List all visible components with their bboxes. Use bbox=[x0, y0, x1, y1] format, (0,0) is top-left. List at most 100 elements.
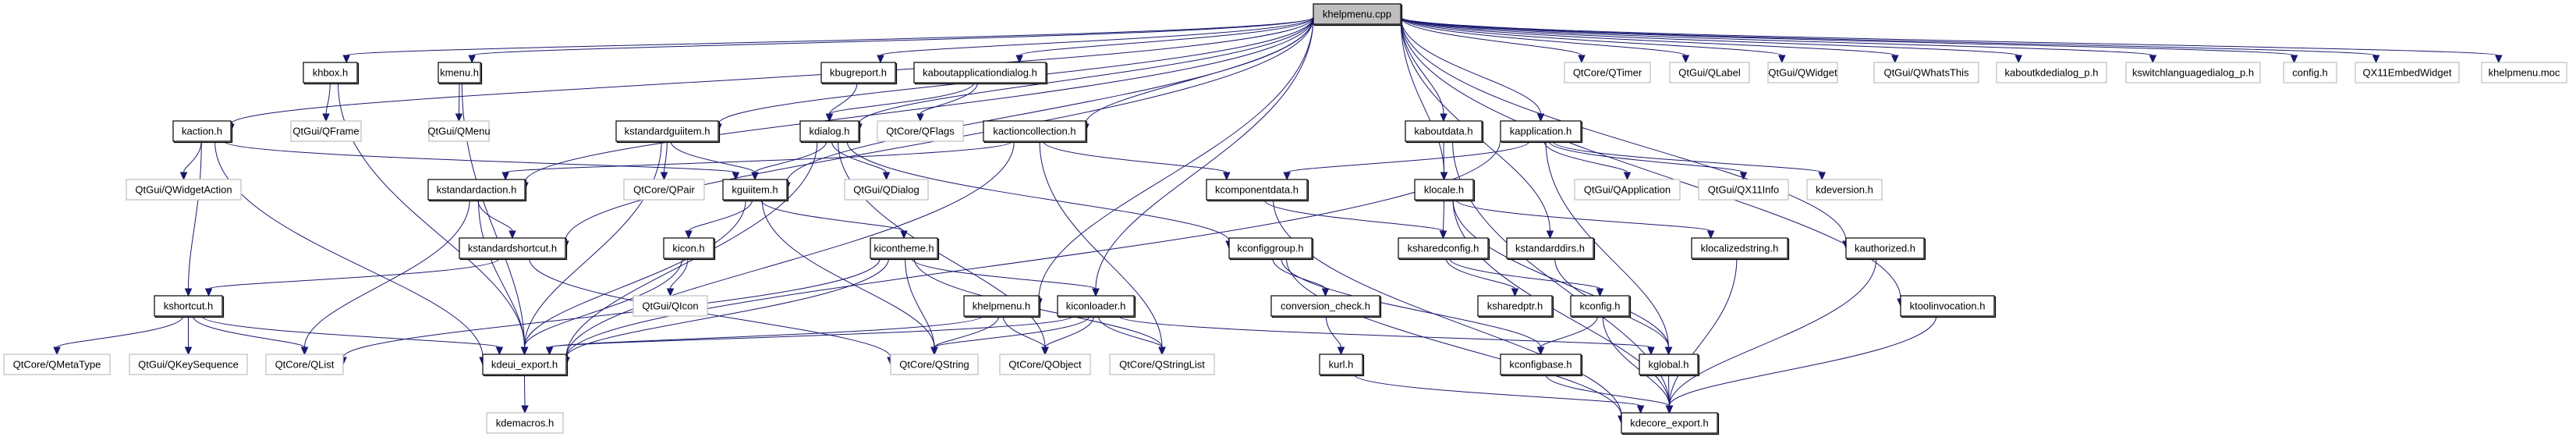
node-kiconloader-h[interactable]: kiconloader.h bbox=[1057, 295, 1136, 318]
node-kurl-h[interactable]: kurl.h bbox=[1319, 354, 1365, 377]
node-label: khelpmenu.moc bbox=[2489, 67, 2560, 79]
node-kcomponentdata-h[interactable]: kcomponentdata.h bbox=[1206, 179, 1309, 202]
edge-kaction-h-to-kshortcut-h bbox=[184, 140, 202, 297]
node-kbugreport-h[interactable]: kbugreport.h bbox=[820, 62, 898, 85]
node-box bbox=[1621, 412, 1718, 434]
node-qtcore-qstring[interactable]: QtCore/QString bbox=[890, 354, 979, 375]
edge-kguiitem-h-to-kdeui-export-h bbox=[520, 199, 746, 356]
node-qtcore-qtimer[interactable]: QtCore/QTimer bbox=[1564, 62, 1651, 83]
node-ksharedptr-h[interactable]: ksharedptr.h bbox=[1477, 295, 1554, 318]
node-qtgui-qx11info[interactable]: QtGui/QX11Info bbox=[1698, 179, 1789, 201]
edge-line bbox=[192, 315, 305, 348]
edge-line bbox=[1272, 258, 1326, 290]
node-qtgui-qapplication[interactable]: QtGui/QApplication bbox=[1574, 179, 1681, 201]
edge-line bbox=[230, 16, 1314, 125]
node-kdialog-h[interactable]: kdialog.h bbox=[799, 120, 861, 144]
node-box bbox=[623, 179, 705, 201]
node-kstandardshortcut-h[interactable]: kstandardshortcut.h bbox=[459, 237, 568, 261]
node-kstandarddirs-h[interactable]: kstandarddirs.h bbox=[1506, 237, 1596, 261]
node-qx11embedwidget[interactable]: QX11EmbedWidget bbox=[2355, 62, 2460, 83]
arrowhead-icon bbox=[300, 346, 309, 356]
node-kaboutapplicationdialog-h[interactable]: kaboutapplicationdialog.h bbox=[913, 62, 1048, 85]
node-box bbox=[290, 120, 362, 142]
node-kdemacros-h[interactable]: kdemacros.h bbox=[486, 412, 564, 434]
node-qtgui-qicon[interactable]: QtGui/QIcon bbox=[632, 295, 708, 317]
node-kdeversion-h[interactable]: kdeversion.h bbox=[1806, 179, 1883, 201]
node-label: kdeui_export.h bbox=[491, 359, 558, 371]
node-qtgui-qdialog[interactable]: QtGui/QDialog bbox=[844, 179, 929, 201]
node-khbox-h[interactable]: khbox.h bbox=[303, 62, 360, 85]
node-kstandardguiitem-h[interactable]: kstandardguiitem.h bbox=[615, 120, 721, 144]
node-kapplication-h[interactable]: kapplication.h bbox=[1500, 120, 1583, 144]
node-kicon-h[interactable]: kicon.h bbox=[663, 237, 716, 261]
node-config-h[interactable]: config.h bbox=[2283, 62, 2337, 83]
edge-khelpmenu-cpp-to-khelpmenu-moc bbox=[1400, 16, 2503, 64]
node-khelpmenu-h[interactable]: khelpmenu.h bbox=[963, 295, 1041, 318]
arrowhead-icon bbox=[825, 113, 834, 123]
node-label: QtGui/QApplication bbox=[1584, 184, 1671, 196]
edge-line bbox=[183, 140, 202, 173]
node-label: kmenu.h bbox=[440, 67, 479, 79]
edge-line bbox=[1325, 315, 1341, 348]
node-label: kdecore_export.h bbox=[1630, 417, 1708, 429]
node-ksharedconfig-h[interactable]: ksharedconfig.h bbox=[1398, 237, 1490, 261]
node-kmenu-h[interactable]: kmenu.h bbox=[438, 62, 483, 85]
node-qtgui-qwidget[interactable]: QtGui/QWidget bbox=[1767, 62, 1838, 83]
node-kconfigbase-h[interactable]: kconfigbase.h bbox=[1500, 354, 1583, 377]
node-qtgui-qmenu[interactable]: QtGui/QMenu bbox=[427, 120, 491, 142]
node-box bbox=[129, 354, 248, 375]
node-kdecore-export-h[interactable]: kdecore_export.h bbox=[1621, 412, 1720, 435]
node-qtgui-qwhatsthis[interactable]: QtGui/QWhatsThis bbox=[1873, 62, 1979, 83]
node-kshortcut-h[interactable]: kshortcut.h bbox=[154, 295, 225, 318]
edge-kapplication-h-to-qtgui-qx11info bbox=[1548, 140, 1748, 181]
node-qtcore-qflags[interactable]: QtCore/QFlags bbox=[877, 120, 964, 142]
edge-line bbox=[565, 258, 890, 358]
node-qtcore-qmetatype[interactable]: QtCore/QMetaType bbox=[3, 354, 111, 375]
node-khelpmenu-cpp[interactable]: khelpmenu.cpp bbox=[1313, 3, 1403, 27]
edge-khelpmenu-cpp-to-kaboutkdedialog-p-h bbox=[1400, 16, 2022, 64]
edge-kstandardaction-h-to-qtcore-qlist bbox=[300, 199, 470, 356]
edge-line bbox=[1285, 258, 1622, 417]
node-qtgui-qframe[interactable]: QtGui/QFrame bbox=[290, 120, 362, 142]
node-kglobal-h[interactable]: kglobal.h bbox=[1639, 354, 1700, 377]
node-kaction-h[interactable]: kaction.h bbox=[172, 120, 233, 144]
node-label: kicon.h bbox=[672, 243, 704, 254]
node-kconfig-h[interactable]: kconfig.h bbox=[1570, 295, 1632, 318]
node-conversion-check-h[interactable]: conversion_check.h bbox=[1270, 295, 1382, 318]
node-kswitchlanguagedialog-p-h[interactable]: kswitchlanguagedialog_p.h bbox=[2125, 62, 2261, 83]
node-qtgui-qkeysequence[interactable]: QtGui/QKeySequence bbox=[129, 354, 248, 375]
node-kguiitem-h[interactable]: kguiitem.h bbox=[722, 179, 789, 202]
edge-kconfiggroup-h-to-conversion-check-h bbox=[1272, 258, 1330, 297]
node-box bbox=[1270, 295, 1380, 317]
node-ktoolinvocation-h[interactable]: ktoolinvocation.h bbox=[1900, 295, 1997, 318]
edge-line bbox=[565, 140, 818, 358]
node-klocale-h[interactable]: klocale.h bbox=[1414, 179, 1476, 202]
arrowhead-icon bbox=[660, 172, 668, 181]
node-qtgui-qwidgetaction[interactable]: QtGui/QWidgetAction bbox=[126, 179, 242, 201]
node-khelpmenu-moc[interactable]: khelpmenu.moc bbox=[2481, 62, 2567, 83]
node-kaboutkdedialog-p-h[interactable]: kaboutkdedialog_p.h bbox=[1996, 62, 2107, 83]
node-box bbox=[890, 354, 979, 375]
node-kaboutdata-h[interactable]: kaboutdata.h bbox=[1405, 120, 1484, 144]
node-box bbox=[265, 354, 344, 375]
node-qtcore-qpair[interactable]: QtCore/QPair bbox=[623, 179, 705, 201]
node-qtgui-qlabel[interactable]: QtGui/QLabel bbox=[1669, 62, 1750, 83]
node-kstandardaction-h[interactable]: kstandardaction.h bbox=[427, 179, 527, 202]
node-kactioncollection-h[interactable]: kactioncollection.h bbox=[983, 120, 1088, 144]
edge-line bbox=[342, 258, 881, 358]
node-kconfiggroup-h[interactable]: kconfiggroup.h bbox=[1228, 237, 1314, 261]
node-box bbox=[427, 179, 526, 201]
node-qtcore-qlist[interactable]: QtCore/QList bbox=[265, 354, 344, 375]
node-kauthorized-h[interactable]: kauthorized.h bbox=[1845, 237, 1926, 261]
node-box bbox=[1109, 354, 1215, 375]
node-kdeui-export-h[interactable]: kdeui_export.h bbox=[482, 354, 569, 377]
edge-kcomponentdata-h-to-ksharedconfig-h bbox=[1263, 199, 1447, 240]
node-kicontheme-h[interactable]: kicontheme.h bbox=[870, 237, 940, 261]
node-qtcore-qstringlist[interactable]: QtCore/QStringList bbox=[1109, 354, 1215, 375]
arrowhead-icon bbox=[2290, 55, 2298, 64]
edge-khelpmenu-cpp-to-qtgui-qlabel bbox=[1400, 16, 1690, 64]
node-qtcore-qobject[interactable]: QtCore/QObject bbox=[999, 354, 1091, 375]
node-box bbox=[663, 237, 714, 259]
node-klocalizedstring-h[interactable]: klocalizedstring.h bbox=[1691, 237, 1790, 261]
